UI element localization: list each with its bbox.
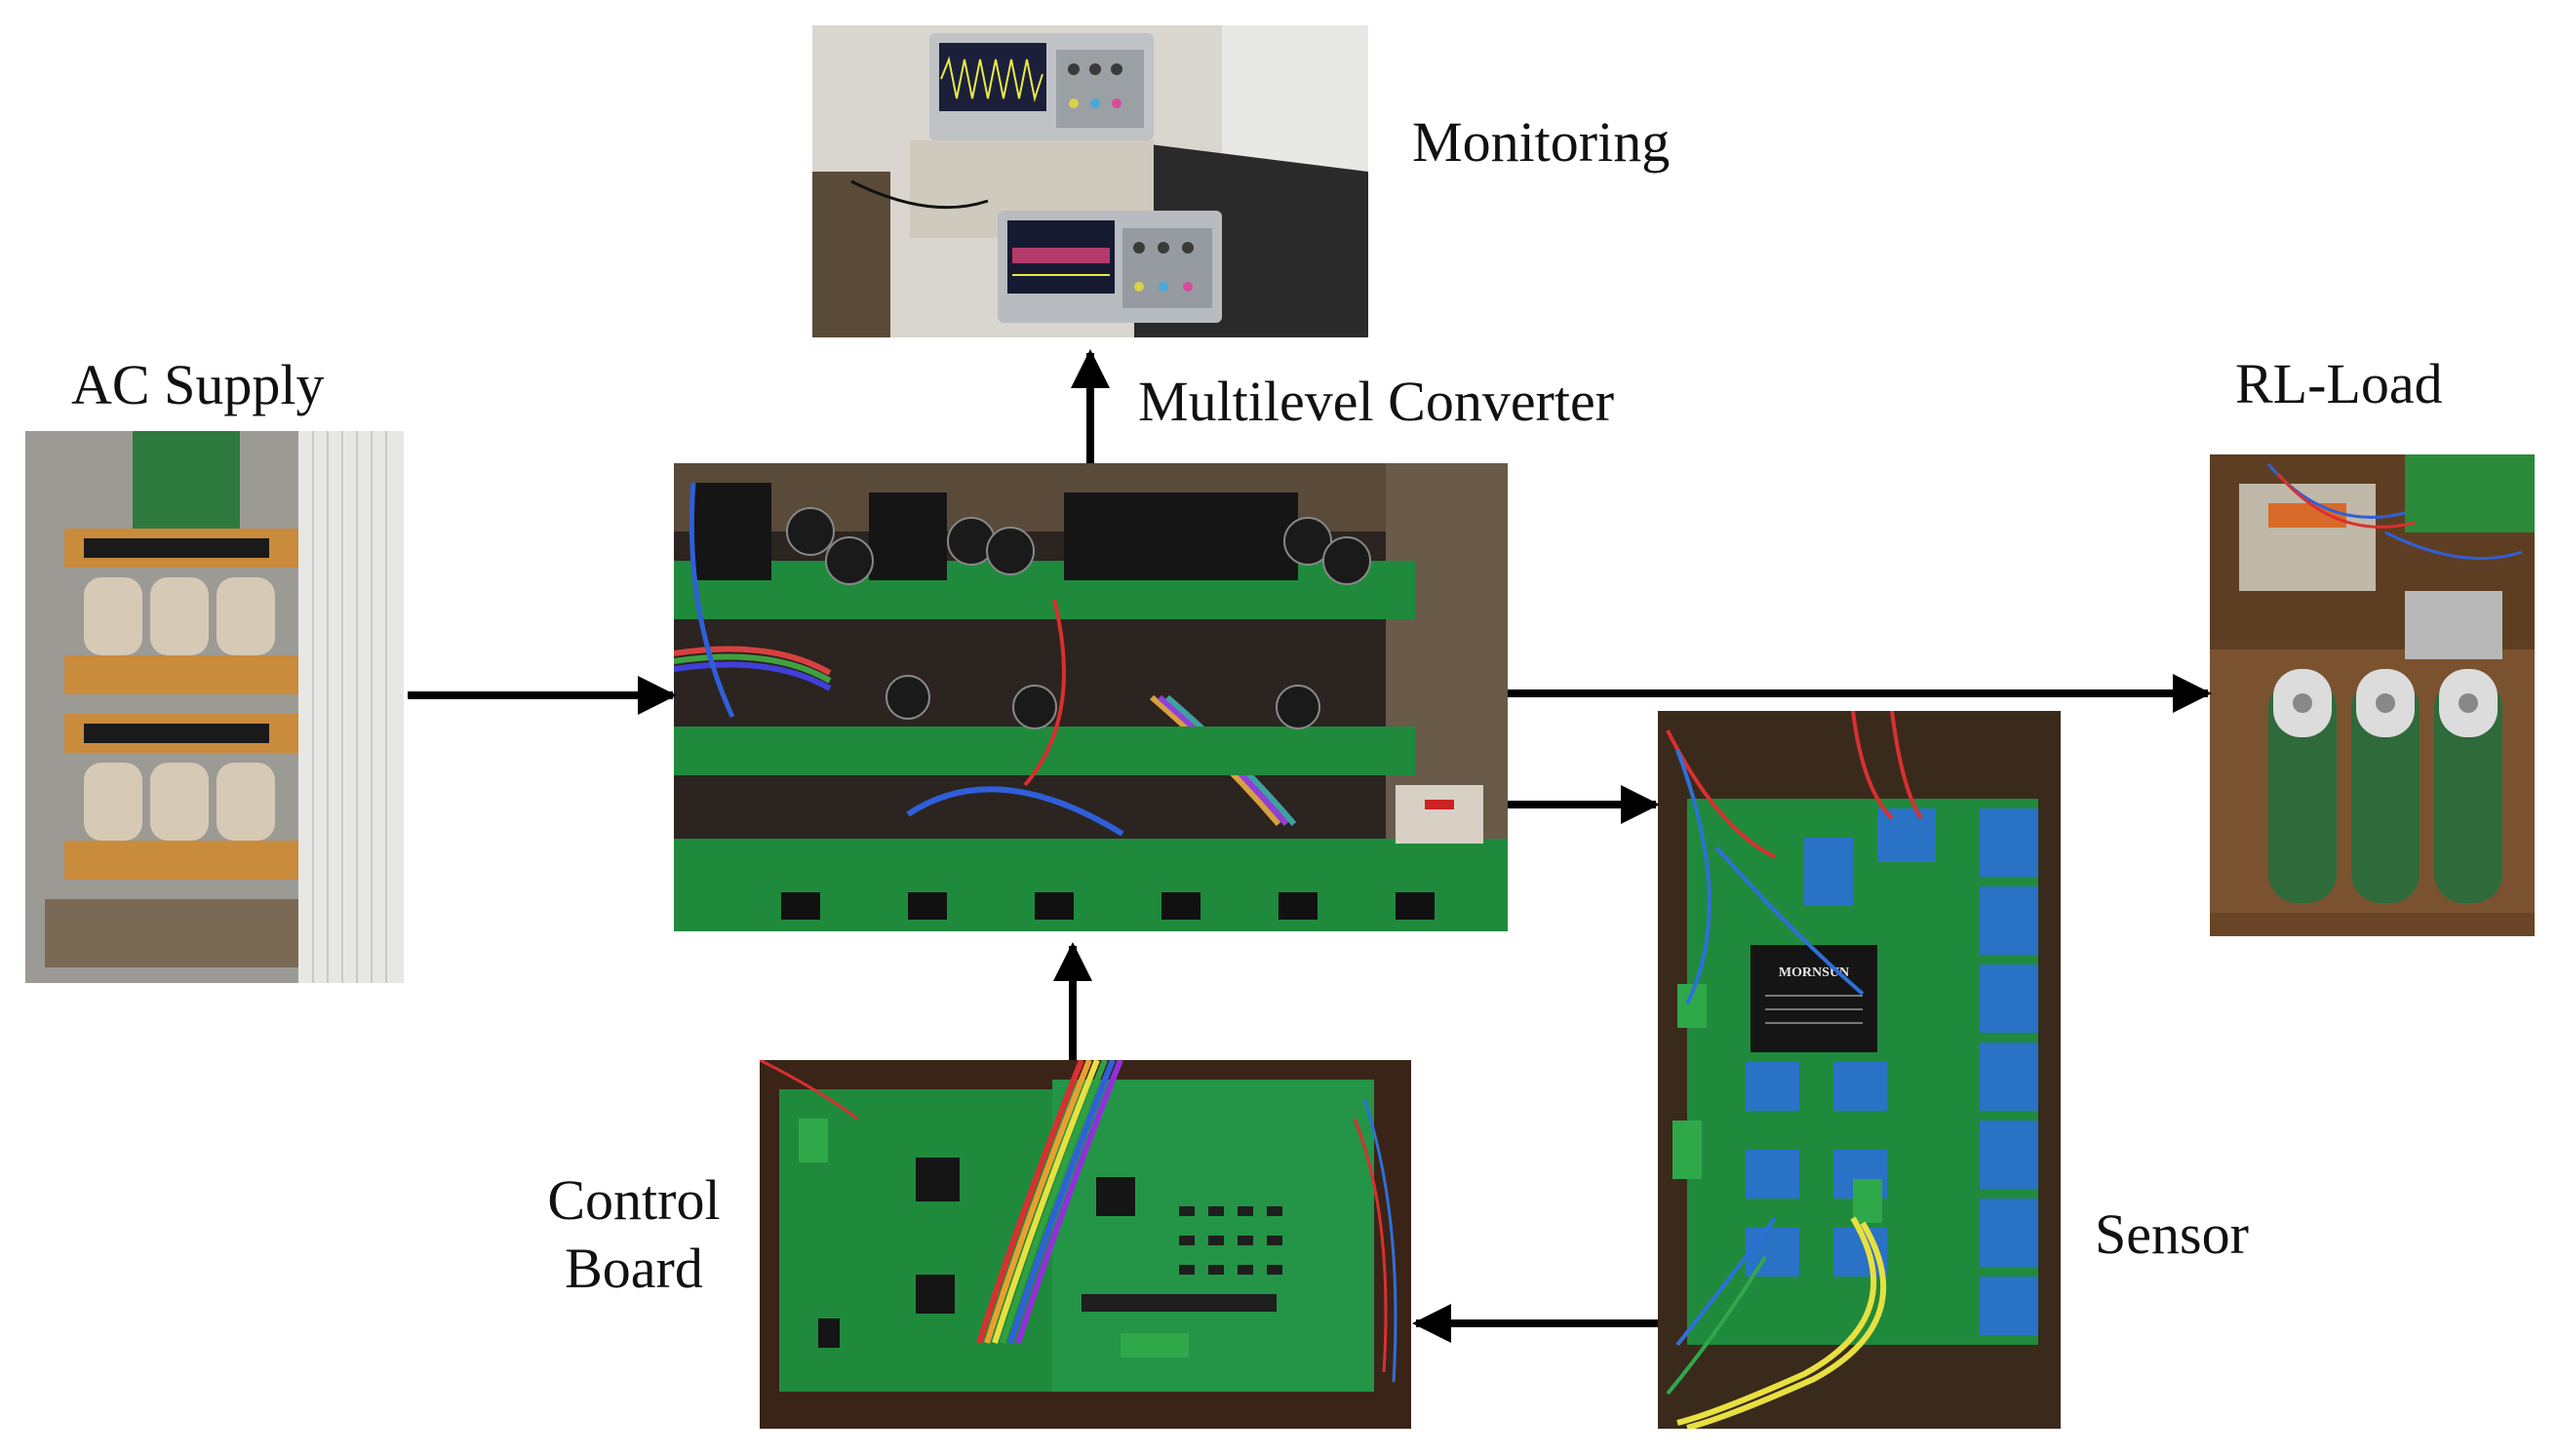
- ac-supply-label: AC Supply: [71, 353, 325, 416]
- control-board-label-line1: Control: [547, 1168, 721, 1232]
- control-board-photo: [760, 1060, 1411, 1429]
- sensor-photo: MORNSUN: [1658, 711, 2061, 1429]
- sensor-module-label: MORNSUN: [1779, 965, 1849, 980]
- ac-supply-photo: [25, 431, 404, 983]
- monitoring-label: Monitoring: [1412, 110, 1671, 174]
- multilevel-converter-label: Multilevel Converter: [1138, 370, 1615, 433]
- sensor-label: Sensor: [2095, 1202, 2249, 1266]
- rl-load-photo: [2210, 454, 2535, 936]
- control-board-label-line2: Board: [565, 1237, 703, 1300]
- rl-load-label: RL-Load: [2235, 352, 2443, 415]
- monitoring-photo: [812, 25, 1368, 337]
- multilevel-converter-photo: [674, 463, 1508, 931]
- control-board-label: Control Board: [527, 1172, 741, 1297]
